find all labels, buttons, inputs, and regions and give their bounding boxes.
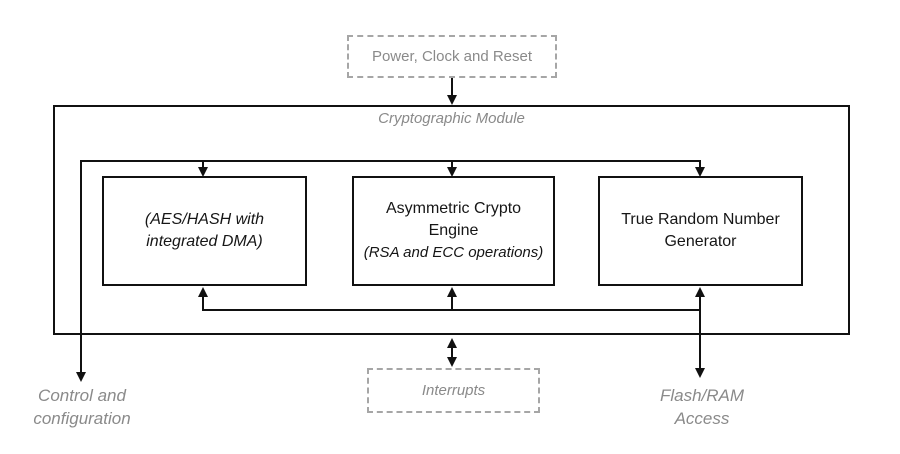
interrupts-label: Interrupts <box>421 382 486 399</box>
cryptographic-module-title: Cryptographic Module <box>378 110 525 127</box>
true-random-number-generator-block: True Random Number Generator <box>598 176 803 286</box>
aes-hash-dma-block: (AES/HASH with integrated DMA) <box>102 176 307 286</box>
top-bus <box>76 160 705 382</box>
arrow-power-to-module <box>447 77 457 105</box>
interrupts-box: Interrupts <box>367 368 540 413</box>
trng-label-line2: Generator <box>664 233 737 250</box>
control-configuration-label-line1: Control and <box>38 386 126 405</box>
asymmetric-crypto-engine-block: Asymmetric Crypto Engine (RSA and ECC op… <box>352 176 555 286</box>
control-configuration-label-line2: configuration <box>33 409 131 428</box>
bottom-bus <box>198 287 705 378</box>
power-clock-reset-label: Power, Clock and Reset <box>371 48 533 65</box>
flash-ram-access-label-line2: Access <box>674 409 730 428</box>
flash-ram-access-label: Flash/RAM Access <box>627 384 777 430</box>
flash-ram-access-label-line1: Flash/RAM <box>659 386 745 405</box>
power-clock-reset-box: Power, Clock and Reset <box>347 35 557 78</box>
control-configuration-label: Control and configuration <box>6 384 158 430</box>
trng-label-line1: True Random Number <box>621 211 780 228</box>
aes-hash-dma-label-line1: (AES/HASH with <box>144 211 265 228</box>
asymmetric-crypto-engine-label-line2: Engine <box>428 222 479 239</box>
asymmetric-crypto-engine-note: (RSA and ECC operations) <box>363 244 544 261</box>
cryptographic-module-box <box>53 105 850 335</box>
arrow-interrupts <box>447 338 457 367</box>
asymmetric-crypto-engine-label-line1: Asymmetric Crypto <box>385 200 522 217</box>
aes-hash-dma-label-line2: integrated DMA) <box>146 233 263 250</box>
